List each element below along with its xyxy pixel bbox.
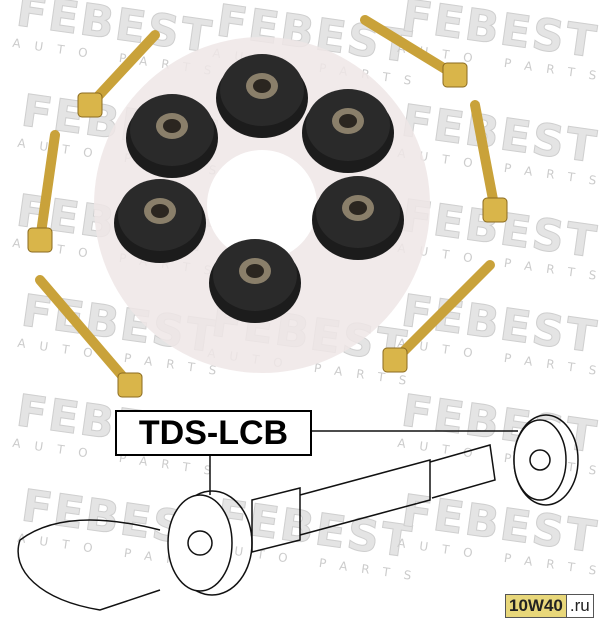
bushing (209, 239, 301, 323)
bushings (114, 54, 404, 323)
bushing (126, 94, 218, 178)
bushing (114, 179, 206, 263)
bushing (302, 89, 394, 173)
bolt (27, 130, 60, 253)
bolt (470, 100, 508, 223)
bolt (35, 275, 143, 398)
site-badge-suffix: .ru (565, 595, 593, 617)
bushing (312, 176, 404, 260)
bolt (360, 15, 468, 88)
bolt (77, 30, 160, 118)
bushing (216, 54, 308, 138)
bolts (27, 15, 508, 398)
driveshaft-drawing (17, 414, 579, 611)
bolt (382, 260, 495, 373)
site-badge[interactable]: 10W40 .ru (505, 594, 594, 618)
site-badge-main: 10W40 (506, 595, 566, 617)
part-number-label: TDS-LCB (115, 410, 312, 456)
